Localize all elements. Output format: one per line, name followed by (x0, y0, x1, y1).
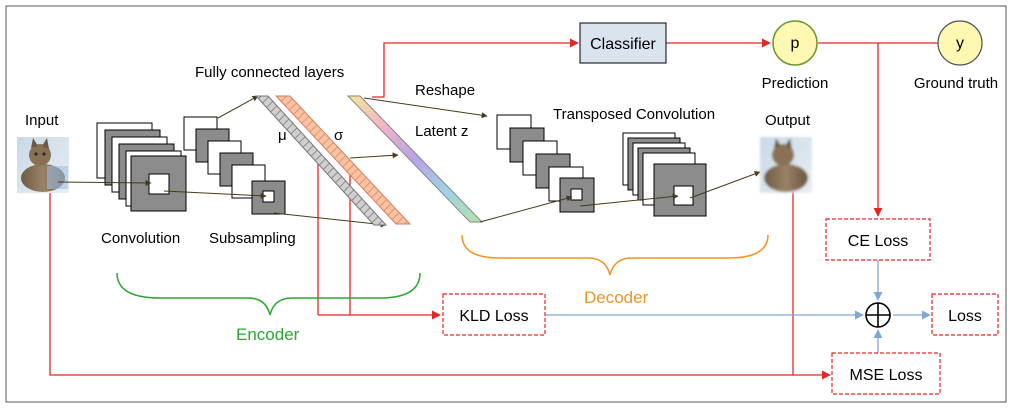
encoder-brace (116, 272, 421, 316)
red-connectors (49, 38, 938, 380)
mse-loss-label: MSE Loss (850, 367, 923, 384)
mu-label: μ (278, 127, 287, 144)
convolution-stack (96, 122, 187, 212)
loss-box (931, 293, 999, 336)
output-image (760, 137, 812, 193)
sum-icon (865, 302, 891, 328)
latent-z-layer (346, 95, 484, 223)
subsampling-label: Subsampling (209, 230, 296, 247)
kld-loss-box (442, 293, 546, 336)
loss-label: Loss (948, 308, 982, 325)
decoder-large-stack (622, 132, 707, 217)
ground-truth-label: Ground truth (914, 75, 998, 92)
decoder-small-stack (496, 114, 595, 213)
sigma-layer (274, 95, 412, 225)
prediction-label: Prediction (762, 75, 829, 92)
kld-loss-label: KLD Loss (459, 308, 528, 325)
fully-connected-label: Fully connected layers (195, 64, 344, 81)
ce-loss-label: CE Loss (848, 233, 908, 250)
outer-frame (5, 5, 1007, 403)
classifier-box (579, 22, 667, 64)
prediction-symbol: p (791, 35, 800, 52)
latent-z-label: Latent z (415, 123, 468, 140)
blue-connectors (545, 260, 931, 353)
output-label: Output (765, 112, 811, 129)
ce-loss-box (825, 218, 931, 261)
decoder-internal-arrows (363, 97, 761, 223)
reshape-label: Reshape (415, 82, 475, 99)
convolution-label: Convolution (101, 230, 180, 247)
subsampling-stack (183, 116, 286, 215)
decoder-brace (461, 234, 769, 276)
prediction-circle (772, 20, 818, 66)
ground-truth-symbol: y (956, 35, 964, 52)
input-image (17, 137, 69, 193)
classifier-label: Classifier (590, 36, 656, 53)
encoder-label: Encoder (236, 325, 300, 344)
input-label: Input (25, 112, 59, 129)
decoder-label: Decoder (584, 288, 649, 307)
ground-truth-circle (937, 20, 983, 66)
mse-loss-box (831, 352, 941, 395)
encoder-internal-arrows (57, 95, 399, 228)
arrow-latent-to-classifier (372, 38, 579, 98)
arrow-input-to-mse-loss (49, 190, 831, 380)
mu-layer (254, 95, 388, 226)
transposed-conv-label: Transposed Convolution (553, 106, 715, 123)
sigma-label: σ (334, 127, 344, 144)
